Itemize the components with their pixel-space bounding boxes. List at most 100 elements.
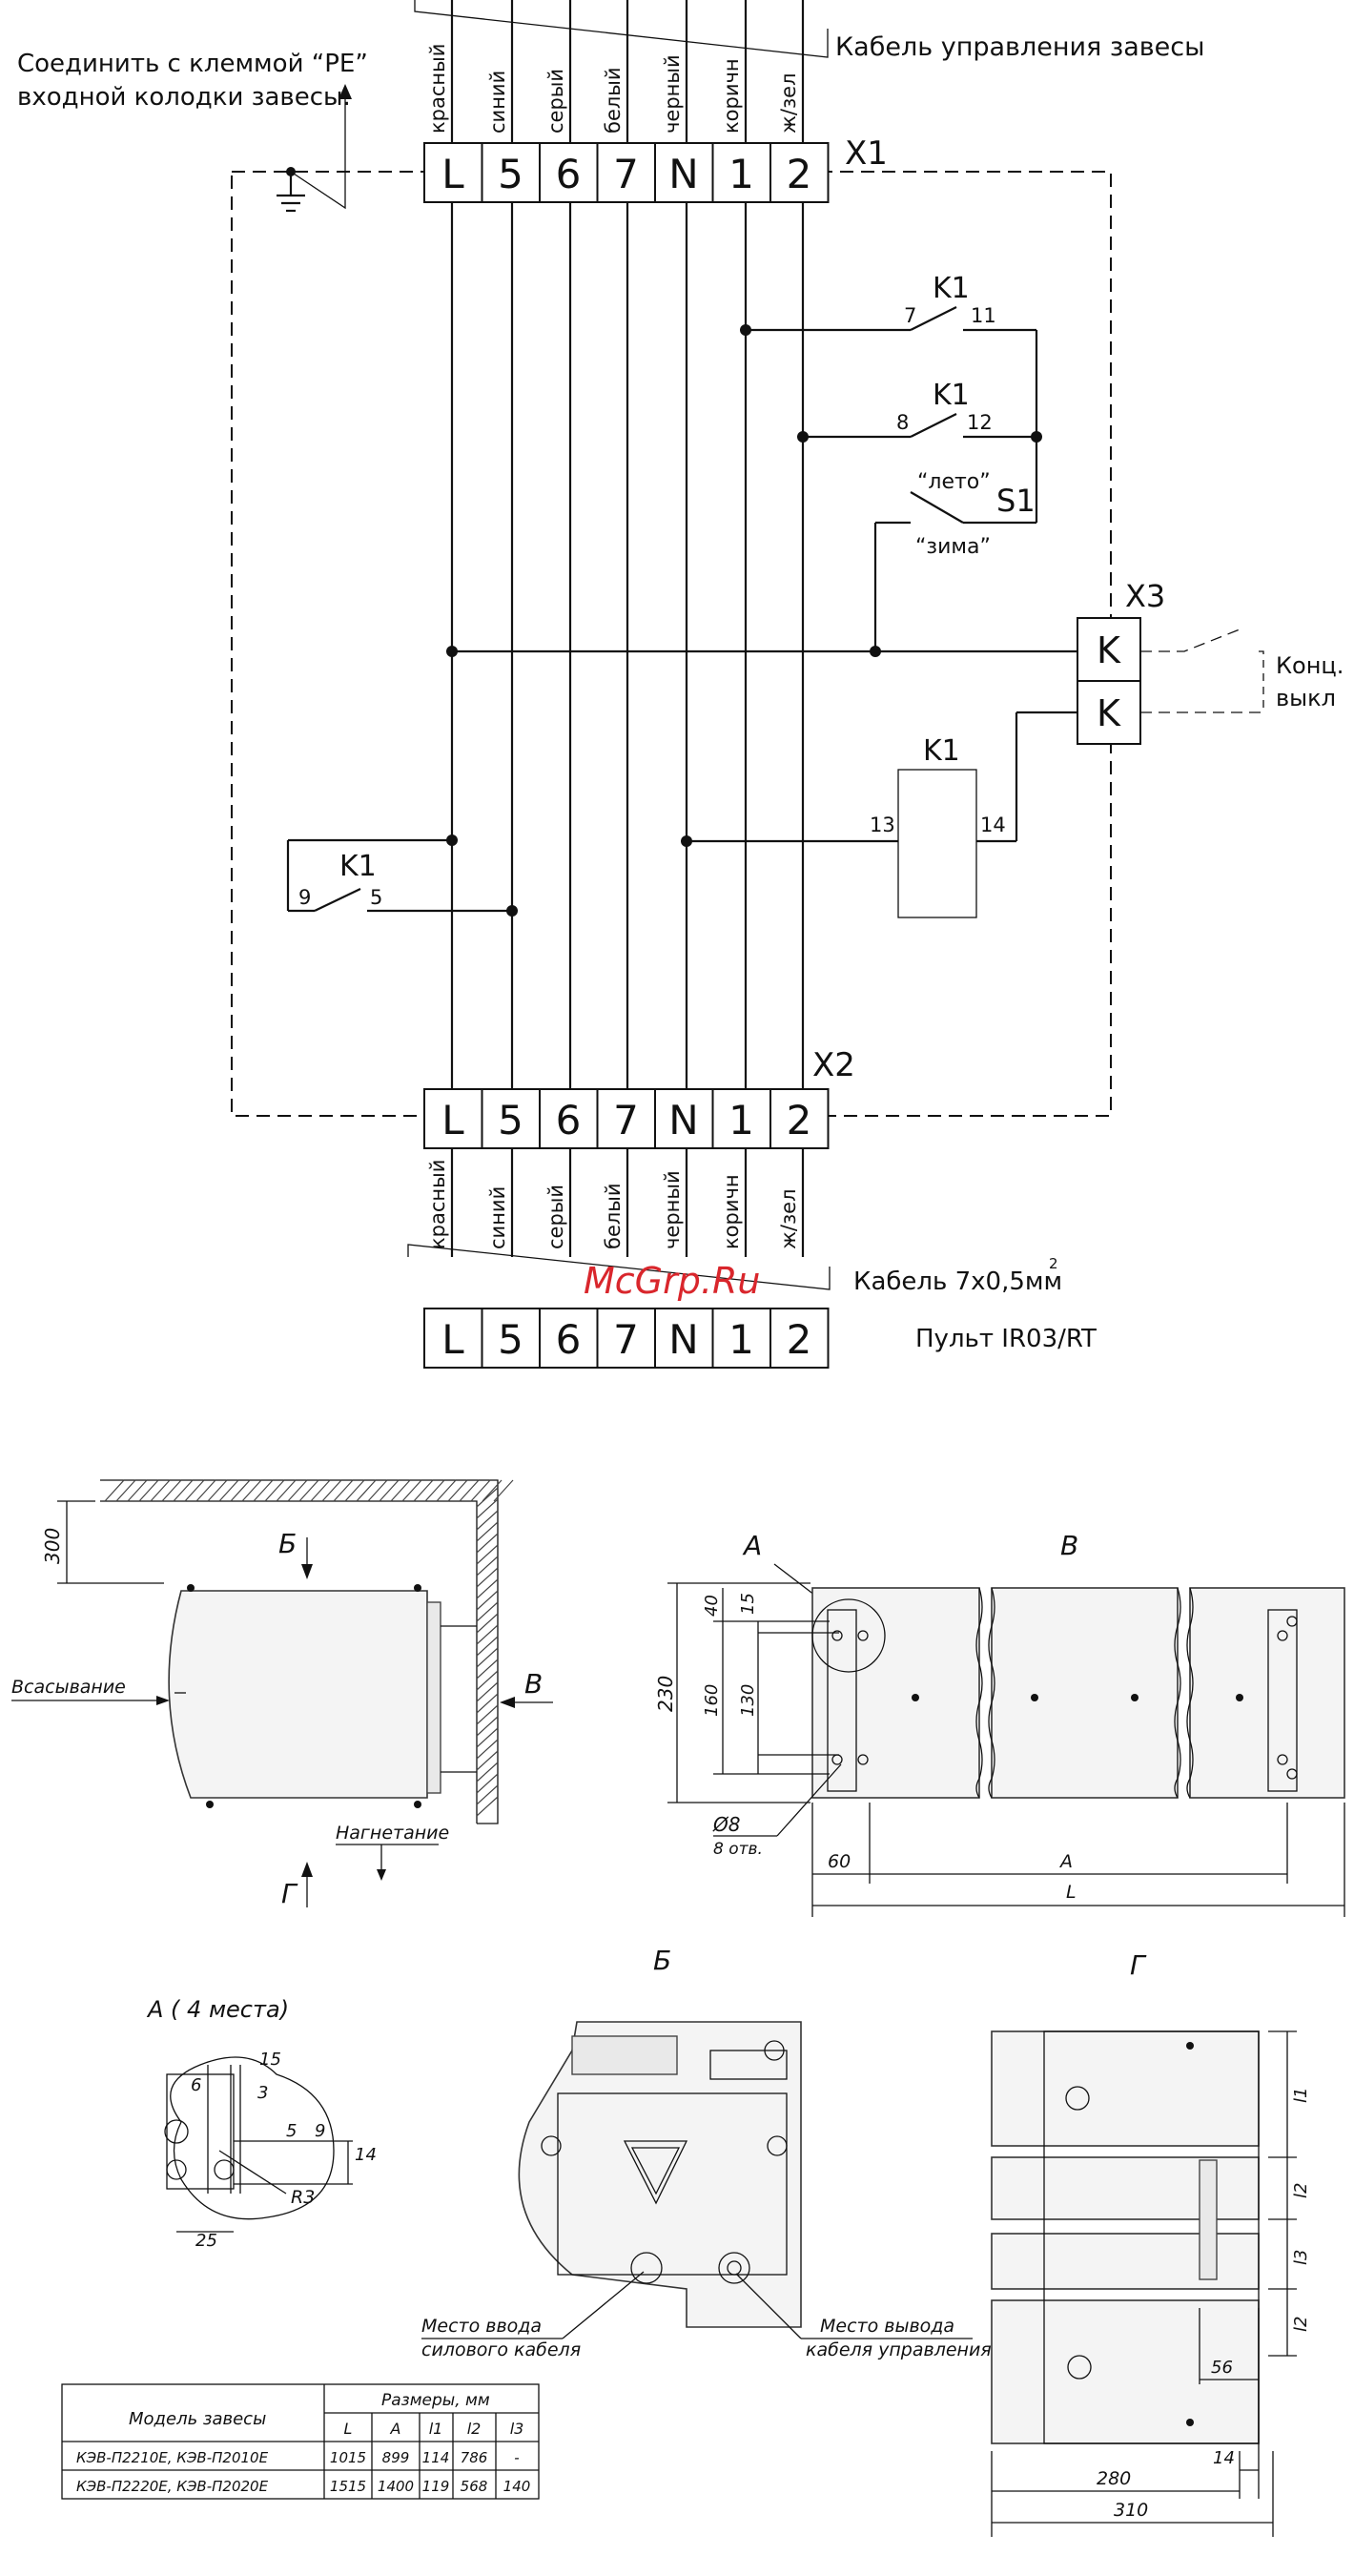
- table-column-header: L: [344, 2420, 353, 2438]
- top-wire-color-label: черный: [661, 54, 684, 134]
- center-mark: [912, 1694, 919, 1701]
- bottom-view-g: Г l1 l2 l3 l2 56 14 280 310: [991, 1949, 1311, 2537]
- table-cell: 899: [382, 2449, 410, 2466]
- top-view-b: Б Место ввода силового кабеля Место выво…: [421, 1945, 992, 2360]
- cable-label: Кабель 7х0,5мм: [853, 1267, 1062, 1296]
- terminal-cell: [769, 1088, 830, 1149]
- center-mark: [1031, 1694, 1038, 1701]
- svg-text:12: 12: [967, 411, 993, 434]
- mounting-hole: [1277, 1754, 1288, 1765]
- terminal-cell: [423, 1088, 483, 1149]
- terminal-label: 2: [787, 151, 812, 197]
- dim-60: 60: [828, 1851, 851, 1872]
- mounting-hole: [1286, 1768, 1298, 1780]
- terminal-label: L: [441, 1097, 464, 1144]
- svg-text:11: 11: [971, 304, 996, 327]
- cable-label-sup: 2: [1049, 1255, 1058, 1272]
- bottom-wire-color-label: красный: [426, 1160, 449, 1249]
- detail-6: 6: [191, 2075, 201, 2095]
- terminal-cell: [654, 1308, 714, 1369]
- table-dims-header: Размеры, мм: [381, 2391, 490, 2410]
- terminal-label: 2: [787, 1097, 812, 1144]
- bottom-310: 310: [1114, 2500, 1148, 2521]
- hole-diameter: Ø8: [712, 1813, 740, 1836]
- terminal-cell: [596, 142, 656, 203]
- bottom-l2a: l2: [1291, 2183, 1311, 2198]
- table-column-header: A: [390, 2420, 401, 2438]
- dim-300: 300: [41, 1528, 64, 1564]
- watermark: McGrp.Ru: [584, 1260, 760, 1302]
- bottom-l1: l1: [1291, 2088, 1311, 2103]
- k1-contact-9-5: K1 9 5: [286, 835, 518, 917]
- cable-in-label-2: силового кабеля: [421, 2339, 581, 2360]
- remote-label: Пульт IR03/RT: [915, 1325, 1097, 1353]
- detail-5: 5: [286, 2121, 297, 2141]
- top-view-title: Б: [653, 1945, 671, 1976]
- dim-15: 15: [738, 1593, 758, 1615]
- svg-text:K: K: [1097, 692, 1121, 734]
- dim-L: L: [1066, 1882, 1077, 1903]
- side-view: 300 Б Всасывание В Нагнетание Г: [11, 1479, 553, 1909]
- suction-label: Всасывание: [11, 1677, 126, 1698]
- terminal-cell: [481, 1308, 541, 1369]
- top-wire-color-label: коричн: [720, 58, 743, 134]
- hole-count: 8 отв.: [713, 1840, 763, 1859]
- terminal-cell: [423, 142, 483, 203]
- pe-arrow-head: [338, 84, 352, 99]
- table-cell: 786: [461, 2449, 488, 2466]
- svg-text:“лето”: “лето”: [917, 470, 991, 494]
- dim-160: 160: [702, 1684, 722, 1717]
- bottom-wire-color-label: коричн: [720, 1174, 743, 1249]
- terminal-label: 5: [498, 1316, 523, 1363]
- detail-r3: R3: [291, 2187, 315, 2208]
- cable-out-label-2: кабеля управления: [806, 2339, 992, 2360]
- center-mark: [1131, 1694, 1139, 1701]
- terminal-label: 6: [556, 1097, 582, 1144]
- detail-a-title: А ( 4 места): [146, 1996, 289, 2023]
- terminal-label: L: [441, 151, 464, 197]
- detail-9: 9: [315, 2121, 325, 2141]
- x3-limit-switch-block: K K X3 Конц. выкл: [1077, 578, 1344, 745]
- svg-text:9: 9: [298, 886, 311, 909]
- view-a-callout: А: [742, 1530, 762, 1561]
- svg-text:14: 14: [980, 814, 1006, 836]
- terminal-label: 5: [498, 1097, 523, 1144]
- terminal-label: 1: [728, 1097, 754, 1144]
- terminal-cell: [654, 1088, 714, 1149]
- mounting-hole: [1277, 1630, 1288, 1641]
- pe-note-line2: входной колодки завесы.: [17, 83, 351, 112]
- ceiling-wall-hatch: [100, 1479, 514, 1824]
- terminal-cell: [539, 1088, 599, 1149]
- top-wire-color-label: белый: [602, 67, 625, 134]
- table-cell: 140: [503, 2478, 531, 2495]
- terminal-label: 6: [556, 1316, 582, 1363]
- terminal-cell: [769, 142, 830, 203]
- mounting-hole: [857, 1630, 869, 1641]
- svg-text:K1: K1: [933, 272, 970, 305]
- discharge-label: Нагнетание: [336, 1823, 449, 1844]
- bottom-280: 280: [1097, 2468, 1131, 2489]
- terminal-cell: [539, 142, 599, 203]
- s1-season-switch: “лето” S1 “зима”: [870, 437, 1038, 657]
- bottom-wire-color-label: серый: [544, 1185, 567, 1249]
- bottom-wire-color-label: белый: [602, 1183, 625, 1249]
- terminal-label: N: [668, 1316, 698, 1363]
- detail-3: 3: [257, 2083, 268, 2103]
- view-b-arrow-label: Б: [278, 1528, 297, 1559]
- top-wire-color-label: серый: [544, 69, 567, 134]
- svg-text:K1: K1: [339, 850, 377, 883]
- k1-contact-7-11: K1 7 11: [740, 272, 1038, 437]
- cable-out-label-1: Место вывода: [820, 2316, 954, 2337]
- detail-15: 15: [259, 2050, 281, 2070]
- l-to-x3-line: [446, 646, 1077, 657]
- table-column-header: l2: [467, 2420, 482, 2438]
- bottom-14: 14: [1213, 2448, 1235, 2468]
- bottom-l3: l3: [1291, 2250, 1311, 2265]
- terminal-label: 7: [613, 1316, 639, 1363]
